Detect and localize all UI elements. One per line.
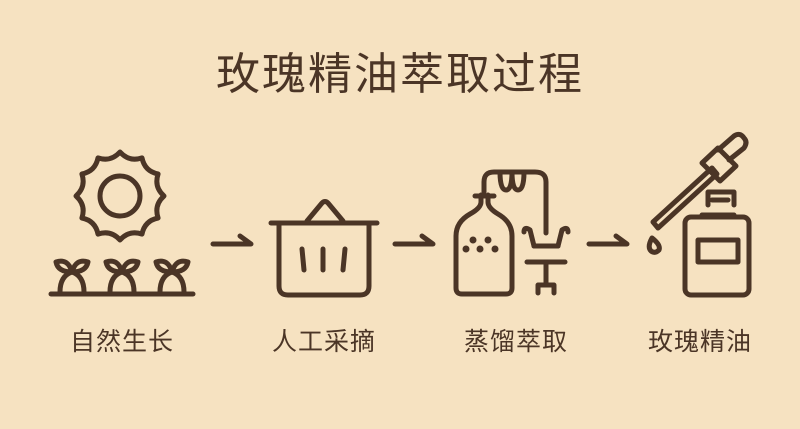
- arrow-right-icon: [392, 233, 436, 247]
- arrow-right-icon: [586, 233, 630, 247]
- step-label-natural-growth: 自然生长: [69, 327, 174, 356]
- sprout-icon: [103, 258, 141, 295]
- step-label-hand-picking: 人工采摘: [271, 327, 376, 356]
- basket-icon: [268, 199, 380, 298]
- sun-and-sprouts-icon: [48, 149, 196, 297]
- sprout-icon: [53, 258, 91, 295]
- arrow-right-icon: [210, 233, 254, 247]
- step-label-rose-oil: 玫瑰精油: [647, 327, 752, 356]
- dropper-bottle-icon: [646, 131, 752, 298]
- step-label-distillation: 蒸馏萃取: [463, 327, 568, 356]
- sprout-icon: [153, 258, 191, 295]
- page-title: 玫瑰精油萃取过程: [216, 49, 584, 100]
- distillation-icon: [453, 169, 571, 297]
